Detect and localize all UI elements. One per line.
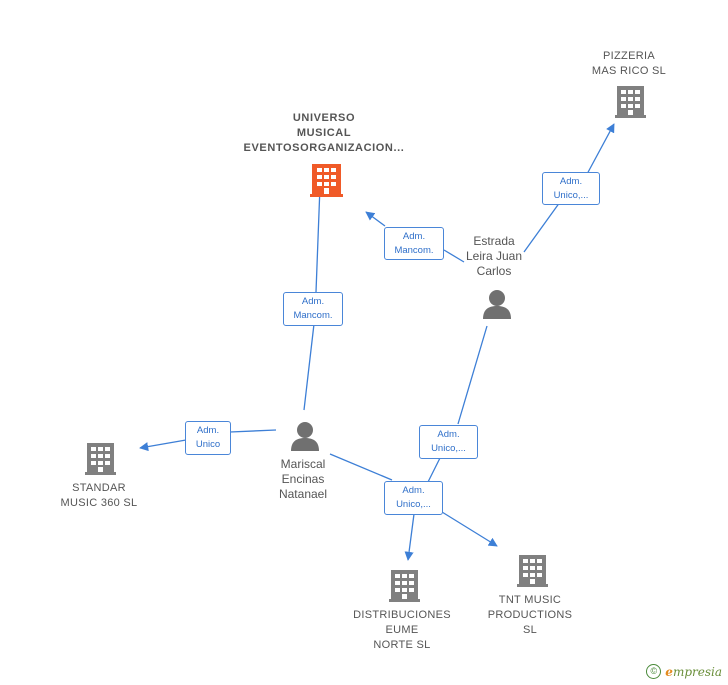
node-label-mariscal[interactable]: Mariscal Encinas Natanael bbox=[278, 457, 328, 501]
node-label-estrada[interactable]: Estrada Leira Juan Carlos bbox=[465, 234, 523, 278]
edge-estrada-pizzeria bbox=[523, 124, 614, 253]
edge-mariscal-tnt bbox=[329, 453, 497, 546]
building-icon[interactable] bbox=[389, 570, 420, 602]
edge-label-estrada-universo: Adm. Mancom. bbox=[384, 227, 444, 260]
copyright-icon: © bbox=[646, 664, 662, 679]
edge-mariscal-standar bbox=[140, 429, 277, 448]
node-label-distribuciones[interactable]: DISTRIBUCIONES EUME NORTE SL bbox=[353, 609, 451, 651]
edge-mariscal-universo bbox=[303, 186, 320, 411]
node-label-tnt[interactable]: TNT MUSIC PRODUCTIONS SL bbox=[487, 594, 573, 636]
brand-name: empresia bbox=[665, 664, 722, 679]
edge-label-mariscal-universo: Adm. Mancom. bbox=[283, 292, 343, 326]
building-icon[interactable] bbox=[615, 86, 646, 118]
node-label-standar[interactable]: STANDAR MUSIC 360 SL bbox=[60, 482, 138, 509]
building-icon[interactable] bbox=[517, 555, 548, 587]
node-label-universo[interactable]: UNIVERSO MUSICAL EVENTOSORGANIZACION... bbox=[243, 112, 405, 154]
edge-label-estrada-pizzeria: Adm. Unico,... bbox=[542, 172, 600, 205]
edge-label-estrada-distribuciones: Adm. Unico,... bbox=[419, 425, 478, 459]
empresia-logo: © empresia bbox=[646, 664, 722, 679]
person-icon[interactable] bbox=[291, 422, 319, 451]
node-label-pizzeria[interactable]: PIZZERIA MAS RICO SL bbox=[591, 50, 667, 77]
person-icon[interactable] bbox=[483, 290, 511, 319]
edge-label-mariscal-standar: Adm. Unico bbox=[185, 421, 231, 455]
building-icon[interactable] bbox=[85, 443, 116, 475]
edge-label-mariscal-tnt: Adm. Unico,... bbox=[384, 481, 443, 515]
building-icon[interactable] bbox=[310, 164, 343, 197]
edge-estrada-universo bbox=[366, 212, 465, 263]
